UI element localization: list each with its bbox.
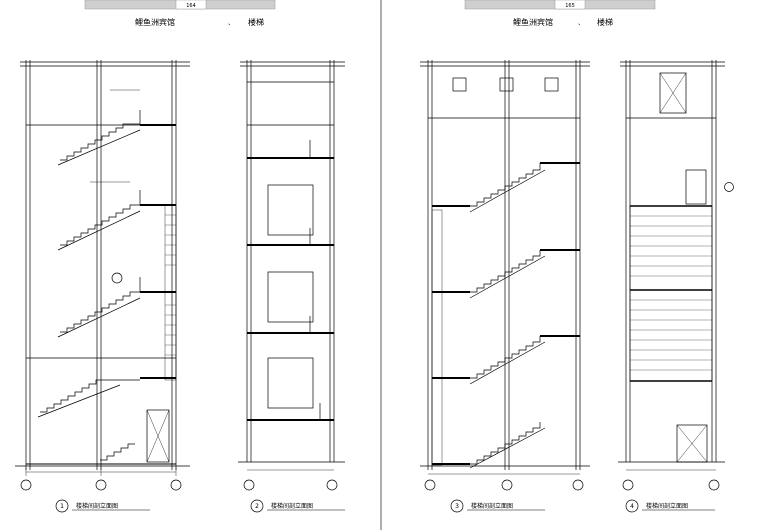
drawing-1-number: 1: [60, 503, 64, 510]
drawing-3-caption: 3 楼梯间剖立面图: [450, 499, 545, 513]
drawing-4-brick-pattern: [630, 215, 712, 371]
drawing-4-elevation: [618, 60, 734, 491]
page-number-right: 165: [565, 3, 575, 9]
drawing-1-caption-text: 楼梯间剖立面图: [76, 502, 118, 510]
drawing-3-section: [420, 60, 590, 491]
header-title-right: 鲤鱼洲宾馆: [513, 17, 553, 27]
drawing-4-caption: 4 楼梯间剖立面图: [625, 499, 715, 513]
page-tab-right: 165: [464, 0, 656, 10]
drawing-1-section: [15, 60, 190, 491]
header-subtitle-right: 楼梯: [597, 17, 613, 27]
header-dot-right: 、: [578, 20, 584, 27]
drawing-2-caption: 2 楼梯间剖立面图: [250, 499, 345, 513]
page-tab-left: 164: [84, 0, 276, 10]
drawing-2-number: 2: [255, 503, 259, 510]
drawing-2-caption-text: 楼梯间剖立面图: [271, 502, 313, 510]
page-number-left: 164: [186, 3, 196, 9]
drawing-1-texture: [165, 214, 176, 356]
drawing-3-number: 3: [455, 503, 459, 510]
header-title-left: 鲤鱼洲宾馆: [135, 17, 175, 27]
header-dot-left: 、: [228, 20, 234, 27]
header-subtitle-left: 楼梯: [248, 17, 264, 27]
drawing-2-elevation: [238, 60, 345, 491]
drawing-4-caption-text: 楼梯间剖立面图: [646, 502, 688, 510]
drawing-4-number: 4: [630, 503, 634, 510]
drawing-1-caption: 1 楼梯间剖立面图: [55, 499, 150, 513]
drawing-3-caption-text: 楼梯间剖立面图: [471, 502, 513, 510]
